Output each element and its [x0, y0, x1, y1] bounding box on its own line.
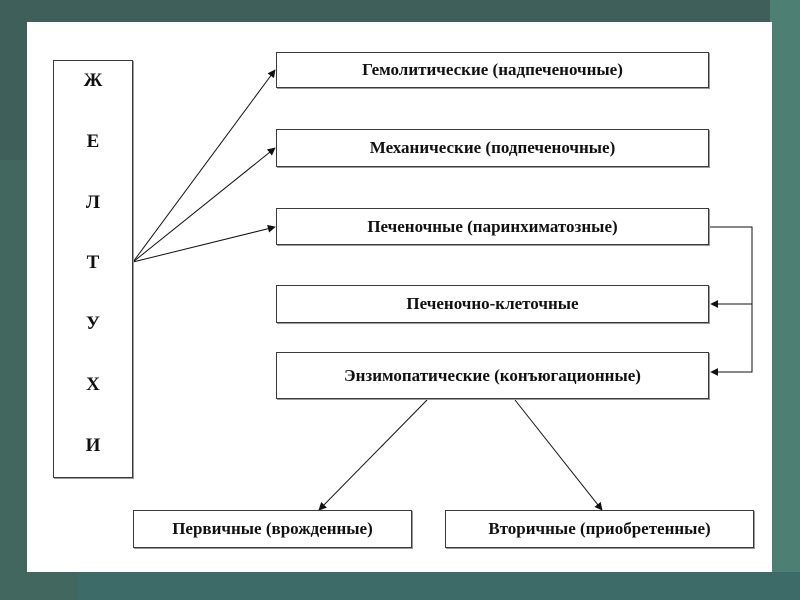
jaundice-letter: Л [85, 191, 101, 213]
background-band-bottom [78, 572, 800, 600]
arrow-to-primary [318, 399, 428, 511]
bracket-to-enzymopathic [710, 304, 753, 376]
box-primary-congenital: Первичные (врожденные) [133, 510, 412, 548]
arrow-to-hemolytic [132, 69, 276, 263]
jaundice-letter: Е [86, 130, 100, 152]
jaundice-letter: Х [86, 374, 100, 396]
box-enzymopathic: Энзимопатические (конъюгационные) [276, 352, 709, 399]
background-band-right [770, 0, 800, 600]
slide-canvas: Ж Е Л Т У Х И Гемолитические (надпеченоч… [27, 22, 772, 572]
box-secondary-acquired: Вторичные (приобретенные) [445, 510, 754, 548]
arrow-to-mechanical [132, 147, 276, 263]
arrow-to-secondary [514, 399, 603, 511]
connector-arrows [132, 69, 753, 511]
jaundice-letter: Т [86, 252, 100, 274]
jaundice-vertical-box: Ж Е Л Т У Х И [53, 60, 133, 478]
jaundice-letter: И [85, 434, 101, 456]
bracket-to-hepatocellular [710, 226, 753, 308]
arrow-to-hepatic [132, 224, 276, 263]
box-mechanical: Механические (подпеченочные) [276, 129, 709, 167]
jaundice-letter: Ж [83, 70, 103, 91]
box-hepatocellular: Печеночно-клеточные [276, 285, 709, 323]
box-hepatic: Печеночные (паринхиматозные) [276, 208, 709, 245]
box-hemolytic: Гемолитические (надпеченочные) [276, 52, 709, 88]
jaundice-letter: У [86, 313, 100, 335]
